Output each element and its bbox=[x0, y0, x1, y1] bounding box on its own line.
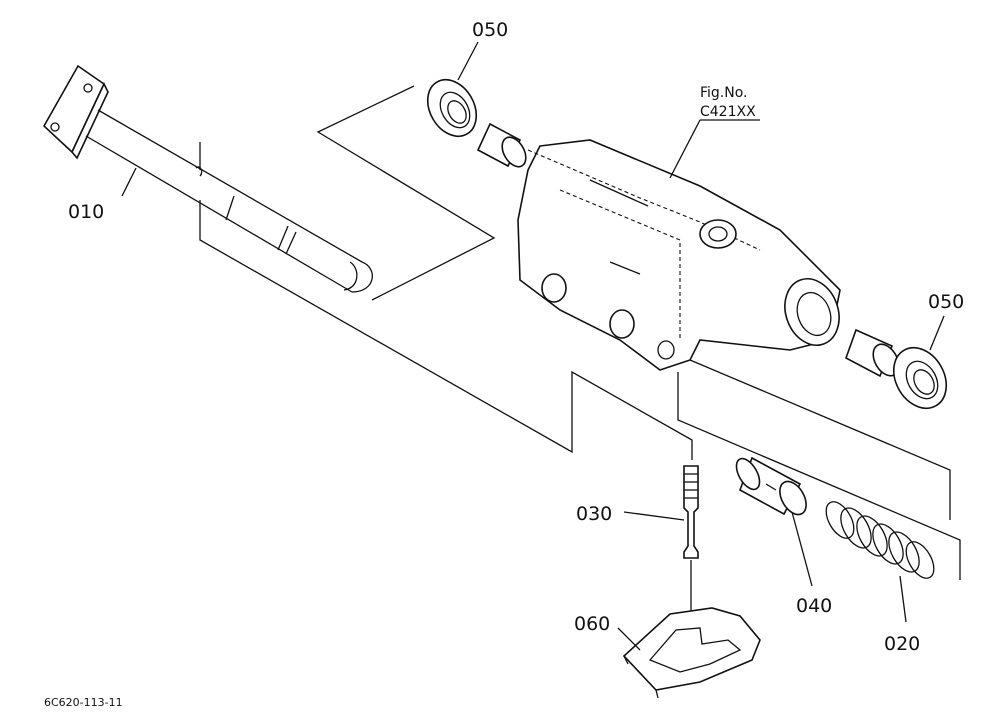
leader-020 bbox=[899, 575, 907, 623]
leader-shaft-down bbox=[199, 200, 693, 460]
part-label-060[interactable]: 060 bbox=[574, 613, 610, 635]
part-label-020[interactable]: 020 bbox=[884, 633, 920, 655]
spring-part-020[interactable] bbox=[820, 497, 939, 583]
leader-housing-down bbox=[677, 372, 961, 580]
fig-ref-label-line1: Fig.No. bbox=[700, 85, 748, 101]
part-label-010[interactable]: 010 bbox=[68, 201, 104, 223]
valve-housing bbox=[517, 139, 841, 371]
leader-box-top bbox=[316, 85, 496, 301]
leader-040 bbox=[791, 511, 813, 587]
fig-ref-label-line2[interactable]: C421XX bbox=[700, 104, 756, 120]
sleeve-part-040[interactable] bbox=[732, 455, 812, 519]
leader-fig-ref-diag bbox=[669, 119, 701, 179]
leader-060 bbox=[617, 627, 641, 651]
bushing-right[interactable] bbox=[845, 328, 904, 380]
seal-part-050-top[interactable] bbox=[418, 71, 486, 145]
leader-050-right bbox=[929, 315, 945, 351]
drawing-code: 6C620-113-11 bbox=[44, 696, 123, 709]
bushing-top[interactable] bbox=[476, 122, 531, 171]
plate-part-060[interactable] bbox=[622, 607, 761, 699]
part-label-030[interactable]: 030 bbox=[576, 503, 612, 525]
leader-right-axis bbox=[689, 359, 951, 520]
leader-010 bbox=[121, 167, 137, 197]
leader-030 bbox=[623, 511, 685, 521]
part-label-040[interactable]: 040 bbox=[796, 595, 832, 617]
part-label-050-top[interactable]: 050 bbox=[472, 19, 508, 41]
part-label-050-right[interactable]: 050 bbox=[928, 291, 964, 313]
seal-part-050-right[interactable] bbox=[883, 338, 957, 417]
shaft-part-010[interactable] bbox=[42, 64, 373, 293]
leader-050-top bbox=[457, 41, 479, 81]
